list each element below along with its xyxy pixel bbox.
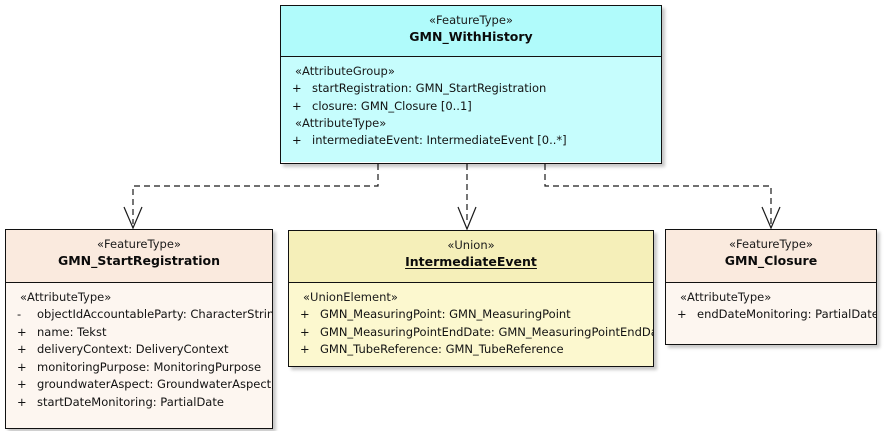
connector-withhistory-to-closure [544,164,781,230]
attribute-visibility: + [17,377,27,391]
class-stereotype: «FeatureType» [97,237,181,251]
attribute-row[interactable]: + endDateMonitoring: PartialDate [666,306,876,324]
class-box-intermediateevent[interactable]: «Union» IntermediateEvent «UnionElement»… [288,230,654,367]
attribute-label: deliveryContext: DeliveryContext [37,342,229,356]
class-body-gmn-closure: «AttributeType» + endDateMonitoring: Par… [666,283,876,344]
attribute-label: groundwaterAspect: GroundwaterAspect [37,377,272,391]
attribute-visibility: + [17,394,27,409]
attribute-label: monitoringPurpose: MonitoringPurpose [37,359,262,374]
attribute-row[interactable]: + GMN_MeasuringPointEndDate: GMN_Measuri… [289,324,653,342]
attribute-row[interactable]: + GMN_TubeReference: GMN_TubeReference [289,341,653,359]
class-stereotype: «FeatureType» [429,13,513,27]
connector-withhistory-to-intermediateevent [457,164,477,231]
attribute-row[interactable]: + closure: GMN_Closure [0..1] [281,98,661,116]
class-title: GMN_StartRegistration [57,253,221,268]
class-header-intermediateevent: «Union» IntermediateEvent [289,231,653,283]
attribute-row[interactable]: + deliveryContext: DeliveryContext [6,341,272,359]
class-box-gmn-closure[interactable]: «FeatureType» GMN_Closure «AttributeType… [665,229,877,345]
class-header-gmn-withhistory: «FeatureType» GMN_WithHistory [281,6,661,57]
attribute-visibility: + [292,133,302,147]
attribute-row[interactable]: + startDateMonitoring: PartialDate [6,394,272,412]
attribute-label: name: Tekst [37,324,107,339]
attribute-visibility: + [292,81,302,95]
attribute-label: startDateMonitoring: PartialDate [37,394,224,409]
class-body-gmn-startregistration: «AttributeType» - objectIdAccountablePar… [6,283,272,428]
attribute-label: endDateMonitoring: PartialDate [697,307,876,321]
attribute-row[interactable]: + groundwaterAspect: GroundwaterAspect [6,376,272,394]
attribute-visibility: + [677,307,687,321]
class-title: IntermediateEvent [405,254,537,269]
attribute-visibility: + [300,324,310,339]
class-title: GMN_Closure [724,253,818,268]
attribute-row[interactable]: - objectIdAccountableParty: CharacterStr… [6,306,272,324]
attribute-visibility: + [17,324,27,339]
attribute-row[interactable]: + monitoringPurpose: MonitoringPurpose [6,359,272,377]
attribute-row[interactable]: + GMN_MeasuringPoint: GMN_MeasuringPoint [289,306,653,324]
class-box-gmn-startregistration[interactable]: «FeatureType» GMN_StartRegistration «Att… [5,229,273,429]
attribute-visibility: + [300,342,310,356]
attribute-visibility: + [292,98,302,113]
attribute-row[interactable]: + name: Tekst [6,324,272,342]
class-box-gmn-withhistory[interactable]: «FeatureType» GMN_WithHistory «Attribute… [280,5,662,164]
compartment-stereotype-attributegroup: «AttributeGroup» [295,64,395,78]
class-header-gmn-startregistration: «FeatureType» GMN_StartRegistration [6,230,272,283]
attribute-label: GMN_TubeReference: GMN_TubeReference [320,342,564,356]
class-body-gmn-withhistory: «AttributeGroup» + startRegistration: GM… [281,57,661,162]
compartment-stereotype-unionelement: «UnionElement» [303,290,398,304]
attribute-label: GMN_MeasuringPointEndDate: GMN_Measuring… [320,324,653,339]
attribute-label: closure: GMN_Closure [0..1] [312,98,472,113]
attribute-label: intermediateEvent: IntermediateEvent [0.… [312,133,567,147]
attribute-visibility: + [17,342,27,356]
attribute-visibility: + [17,359,27,374]
compartment-stereotype-attributetype: «AttributeType» [295,116,387,130]
attribute-label: GMN_MeasuringPoint: GMN_MeasuringPoint [320,307,571,321]
compartment-stereotype-attributetype: «AttributeType» [20,290,112,304]
attribute-visibility: + [300,307,310,321]
attribute-visibility: - [17,307,22,321]
class-title: GMN_WithHistory [409,29,533,44]
compartment-stereotype-attributetype: «AttributeType» [680,290,772,304]
attribute-label: objectIdAccountableParty: CharacterStrin… [37,307,272,321]
connector-withhistory-to-startregistration [123,164,379,230]
attribute-label: startRegistration: GMN_StartRegistration [312,81,547,95]
class-body-intermediateevent: «UnionElement» + GMN_MeasuringPoint: GMN… [289,283,653,366]
attribute-row[interactable]: + intermediateEvent: IntermediateEvent [… [281,132,661,150]
class-header-gmn-closure: «FeatureType» GMN_Closure [666,230,876,283]
class-stereotype: «Union» [447,238,495,252]
class-stereotype: «FeatureType» [729,237,813,251]
attribute-row[interactable]: + startRegistration: GMN_StartRegistrati… [281,80,661,98]
